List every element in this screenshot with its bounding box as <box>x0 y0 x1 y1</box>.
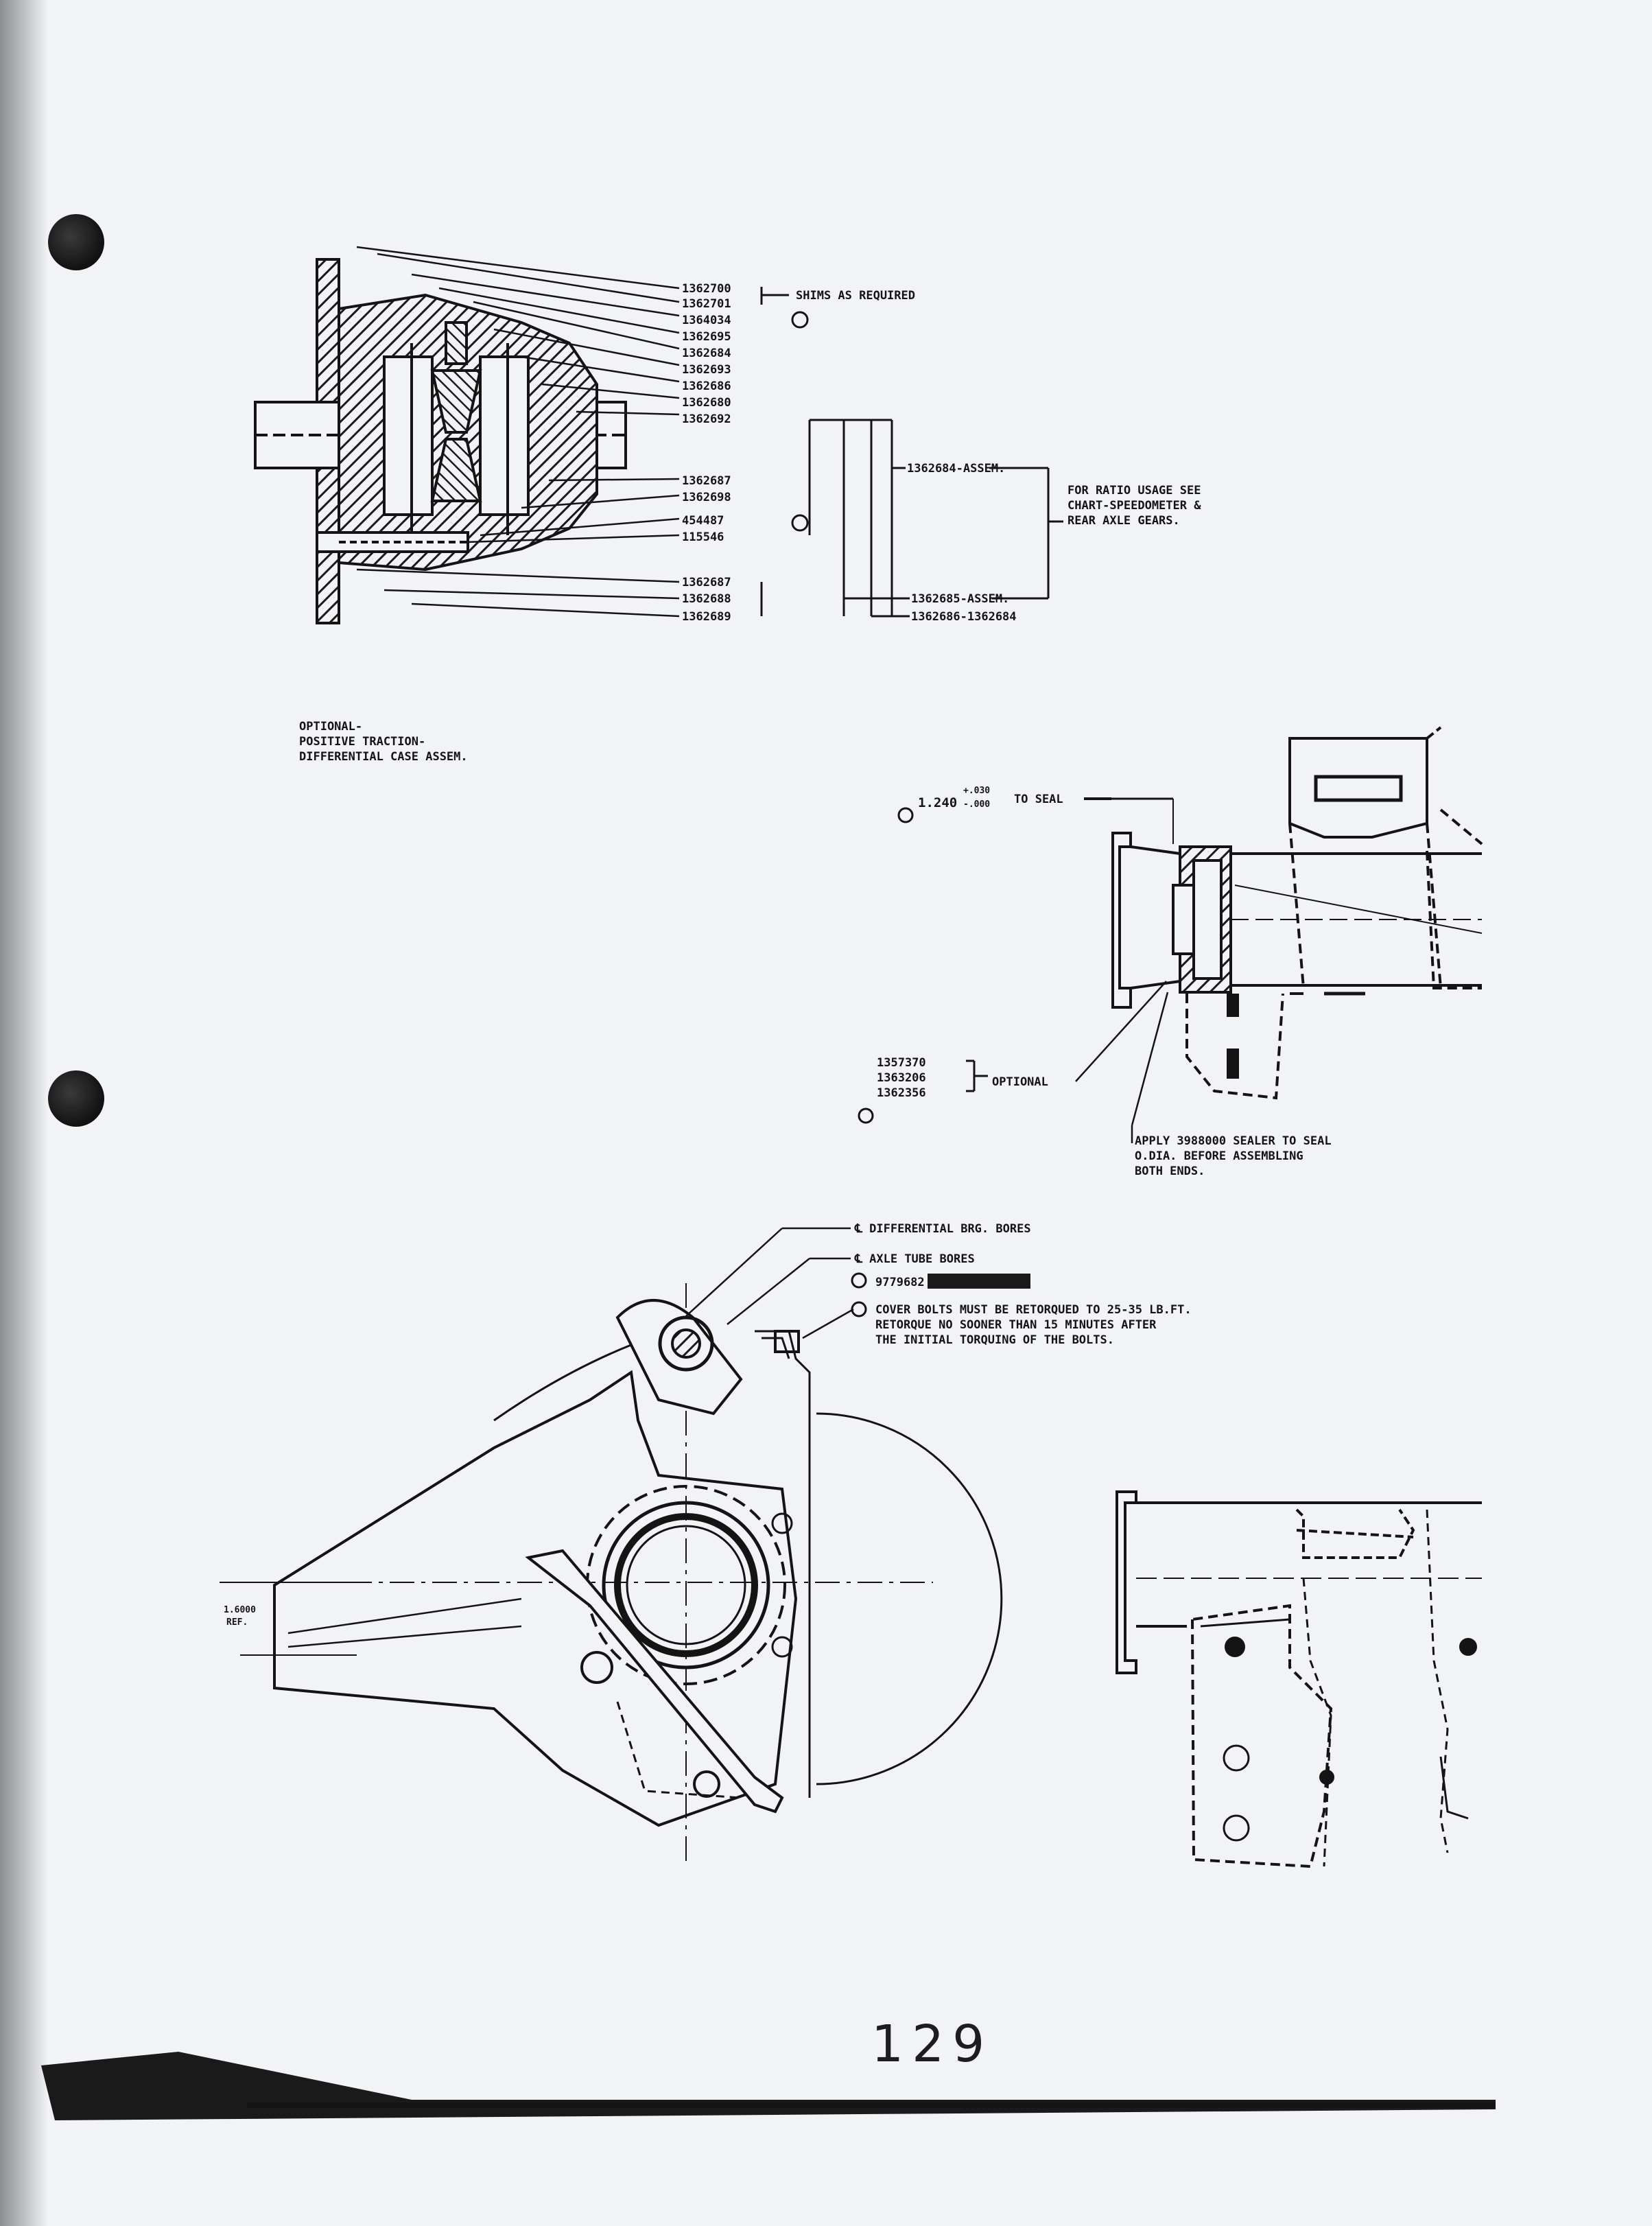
punch-hole <box>48 214 104 270</box>
optional-label: OPTIONAL <box>992 1075 1048 1089</box>
part-number: 1362695 <box>682 330 731 344</box>
part-number: 1362684 <box>682 347 731 360</box>
housing-notes: ℄ DIFFERENTIAL BRG. BORES ℄ AXLE TUBE BO… <box>854 1222 1192 1347</box>
svg-text:1.6000: 1.6000 <box>224 1605 256 1615</box>
part-number: 1362687 <box>682 576 731 589</box>
optional-positive-traction-note: OPTIONAL- POSITIVE TRACTION- DIFFERENTIA… <box>299 720 468 764</box>
ratio-note: FOR RATIO USAGE SEE CHART-SPEEDOMETER & … <box>1067 484 1201 528</box>
svg-text:APPLY 3988000 SEALER TO SEAL: APPLY 3988000 SEALER TO SEAL <box>1135 1134 1332 1148</box>
part-number: 1362693 <box>682 363 731 377</box>
part-number: 1362688 <box>682 592 731 606</box>
part-number: 1362686 <box>682 379 731 393</box>
punch-hole <box>48 1070 104 1127</box>
seal-dimension: 1.240 +.030 -.000 TO SEAL <box>918 786 1063 810</box>
svg-text:REF.: REF. <box>226 1617 248 1628</box>
dimension-value: 1.240 <box>918 795 957 810</box>
diff-bores-note: ℄ DIFFERENTIAL BRG. BORES <box>854 1222 1031 1236</box>
assembly-label: 1362684-ASSEM. <box>907 462 1005 476</box>
binding-shadow <box>0 0 48 2226</box>
svg-text:O.DIA. BEFORE ASSEMBLING: O.DIA. BEFORE ASSEMBLING <box>1135 1149 1303 1163</box>
part-number: 1357370 <box>877 1056 926 1070</box>
optional-seal-parts: 1357370 1363206 1362356 OPTIONAL <box>877 1056 1048 1100</box>
diff-part-list-bottom: 1362687 1362688 1362689 <box>682 576 731 624</box>
svg-text:REAR AXLE GEARS.: REAR AXLE GEARS. <box>1067 514 1180 528</box>
part-number: 1362701 <box>682 297 731 311</box>
tolerance-minus: -.000 <box>963 799 990 810</box>
axle-tube-side-view <box>1116 1490 1482 1868</box>
page-number: 129 <box>871 2015 993 2074</box>
sealer-note: APPLY 3988000 SEALER TO SEAL O.DIA. BEFO… <box>1135 1134 1332 1178</box>
shims-note: SHIMS AS REQUIRED <box>796 289 915 303</box>
axle-tube-seal-view <box>858 726 1483 1143</box>
part-number: 1362689 <box>682 610 731 624</box>
cover-note-line: THE INITIAL TORQUING OF THE BOLTS. <box>875 1333 1114 1347</box>
axle-bores-note: ℄ AXLE TUBE BORES <box>854 1252 975 1266</box>
dimension-suffix: TO SEAL <box>1014 793 1063 806</box>
svg-text:OPTIONAL-: OPTIONAL- <box>299 720 362 734</box>
assembly-label: 1362686-1362684 <box>911 610 1017 624</box>
part-number: 1362700 <box>682 282 731 296</box>
bolt-part-number: 9779682 <box>875 1276 925 1289</box>
diff-part-list-top: 1362700 1362701 1364034 1362695 1362684 … <box>682 282 731 426</box>
housing-side-view <box>220 1227 1030 1866</box>
scan-shadow <box>41 2052 1496 2120</box>
part-number: 1364034 <box>682 314 731 327</box>
differential-case-section <box>254 246 1063 624</box>
part-number: 1362356 <box>877 1086 926 1100</box>
part-number: 115546 <box>682 530 724 544</box>
tolerance-plus: +.030 <box>963 786 990 796</box>
svg-text:POSITIVE TRACTION-: POSITIVE TRACTION- <box>299 735 425 749</box>
housing-ref-dimension: 1.6000 REF. <box>224 1605 256 1628</box>
cover-note-line: RETORQUE NO SOONER THAN 15 MINUTES AFTER <box>875 1318 1157 1332</box>
part-number: 1362680 <box>682 396 731 410</box>
assembly-label: 1362685-ASSEM. <box>911 592 1009 606</box>
part-number: 1362687 <box>682 474 731 488</box>
svg-text:DIFFERENTIAL CASE ASSEM.: DIFFERENTIAL CASE ASSEM. <box>299 750 468 764</box>
part-number: 1362692 <box>682 412 731 426</box>
svg-text:CHART-SPEEDOMETER &: CHART-SPEEDOMETER & <box>1067 499 1201 513</box>
svg-text:BOTH ENDS.: BOTH ENDS. <box>1135 1164 1205 1178</box>
part-number: 454487 <box>682 514 724 528</box>
part-number: 1362698 <box>682 491 731 504</box>
diff-part-list-mid: 1362687 1362698 454487 115546 <box>682 474 731 544</box>
part-number: 1363206 <box>877 1071 926 1085</box>
svg-text:FOR RATIO USAGE SEE: FOR RATIO USAGE SEE <box>1067 484 1201 497</box>
cover-note-line: COVER BOLTS MUST BE RETORQUED TO 25-35 L… <box>875 1303 1192 1317</box>
